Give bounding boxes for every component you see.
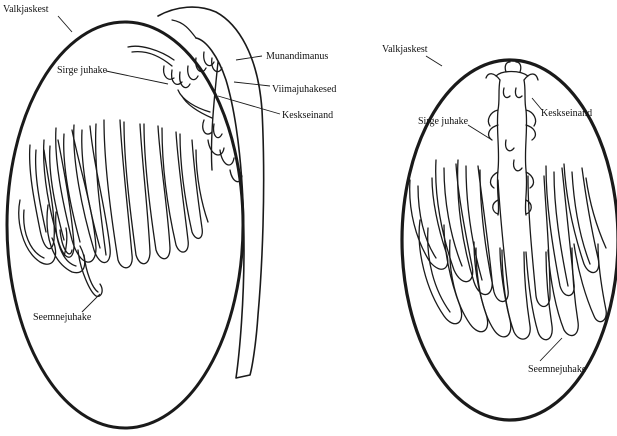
leader-tunica-right [426,56,442,66]
label-tunica-left: Valkjaskest [3,4,49,15]
leader-munandimanus [236,56,262,60]
label-seminiferous-left: Seemnejuhake [33,312,92,323]
left-tunica-albuginea [7,22,243,428]
leader-keskseinand-left [218,96,280,114]
label-mediastinum-left: Keskseinand [282,110,333,121]
leader-seemnejuhake-right [540,338,562,361]
label-tubulus-rectus-right: Sirge juhake [418,116,469,127]
label-tunica-right: Valkjaskest [382,44,428,55]
left-seminiferous-tubules [19,120,208,296]
right-seminiferous-tubules [410,160,607,340]
label-mediastinum-right: Keskseinand [541,108,592,119]
right-rete-column [486,62,538,215]
leader-tunica-left [58,16,72,32]
leader-seemnejuhake-left [82,294,100,312]
label-tubulus-rectus-left: Sirge juhake [57,65,108,76]
label-epididymis-head: Munandimanus [266,51,328,62]
label-seminiferous-right: Seemnejuhake [528,364,587,375]
label-ductuli-efferentes: Viimajuhakesed [272,84,336,95]
left-epididymis [158,7,264,378]
left-epididymis-inner [172,20,196,38]
leader-viimajuhakesed [234,82,270,86]
left-testis-figure: Valkjaskest Sirge juhake Munandimanus Vi… [3,4,336,428]
right-testis-figure: Valkjaskest Keskseinand Sirge juhake See… [382,44,617,420]
left-leader-lines [58,16,280,312]
leader-sirge-left [106,71,168,84]
